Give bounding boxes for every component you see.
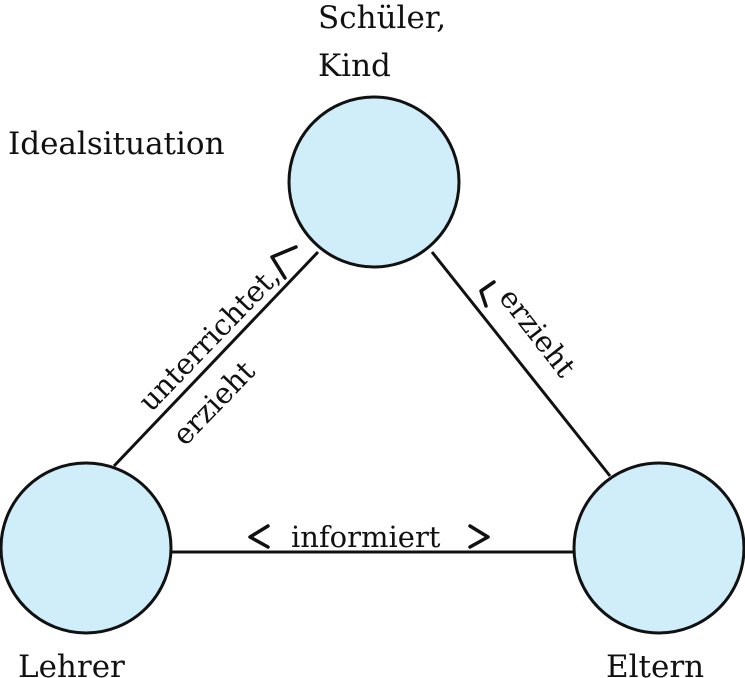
node-parents	[572, 461, 745, 635]
arrow-parents-child-icon	[479, 280, 496, 308]
node-teacher	[0, 461, 173, 635]
node-child	[287, 95, 461, 269]
edge-parents-child	[430, 251, 612, 477]
node-child-label-line2: Kind	[318, 48, 391, 84]
arrow-right-icon	[468, 524, 490, 549]
node-child-label-line1: Schüler,	[318, 0, 446, 36]
node-parents-label: Eltern	[606, 649, 704, 678]
edge-teacher-child	[112, 250, 320, 468]
arrow-teacher-child-icon	[270, 245, 298, 280]
diagram-title: Idealsituation	[8, 126, 225, 162]
edge-teacher-parents-label: informiert	[291, 520, 441, 554]
node-teacher-label: Lehrer	[18, 649, 125, 678]
arrow-left-icon	[248, 524, 270, 549]
edge-parents-child-label: erzieht	[492, 281, 582, 383]
